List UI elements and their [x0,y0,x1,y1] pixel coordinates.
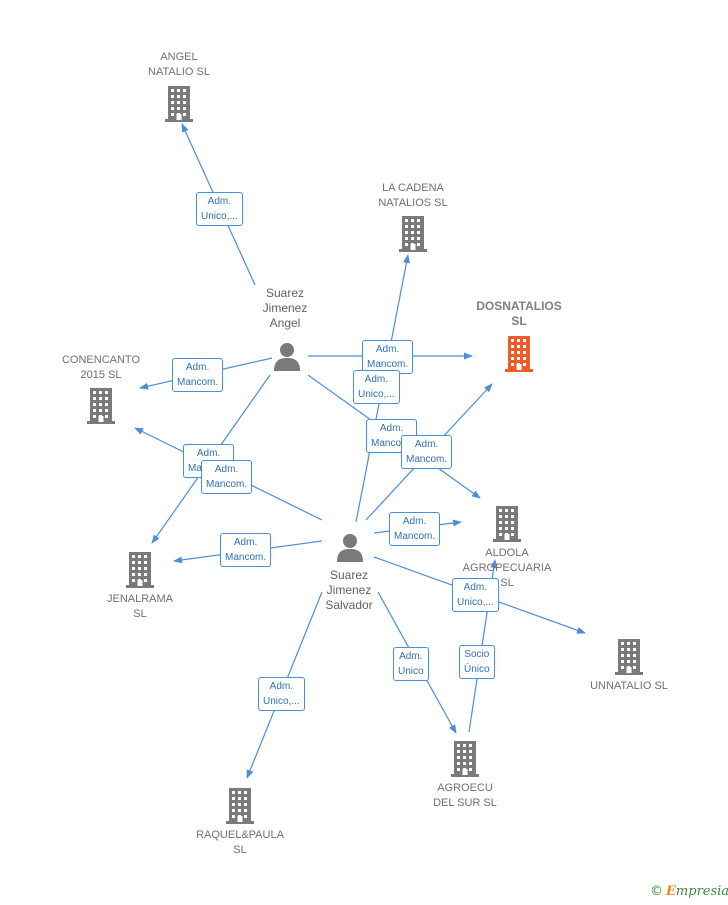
company-label-la_cadena[interactable]: LA CADENA NATALIOS SL [378,182,448,209]
building-icon[interactable] [397,216,429,257]
edge-label-salvador-to-agroecu[interactable]: Adm. Unico [393,647,429,681]
edge-label-salvador-to-jenalrama[interactable]: Adm. Mancom. [220,533,272,567]
empresia-logo: ©Empresia [650,884,728,899]
edge-label-salvador-to-aldola[interactable]: Adm. Mancom. [389,512,441,546]
copyright-symbol: © [650,884,663,899]
company-label-angel_natalio[interactable]: ANGEL NATALIO SL [148,51,210,78]
company-label-aldola[interactable]: ALDOLA AGROPECUARIA SL [462,547,552,589]
edge-label-salvador-to-la_cadena[interactable]: Adm. Unico,... [353,370,400,404]
building-icon[interactable] [491,506,523,547]
edge-label-salvador-to-dosnatalios[interactable]: Adm. Mancom. [401,435,453,469]
company-label-unnatalio[interactable]: UNNATALIO SL [590,680,668,692]
building-icon[interactable] [224,788,256,829]
edge-label-angel-to-conencanto[interactable]: Adm. Mancom. [172,358,224,392]
company-label-conencanto[interactable]: CONENCANTO 2015 SL [61,354,141,381]
company-label-jenalrama[interactable]: JENALRAMA SL [106,593,174,620]
edge-label-angel-to-angel_natalio[interactable]: Adm. Unico,... [196,192,243,226]
person-icon[interactable] [272,341,302,376]
building-icon[interactable] [503,336,535,377]
person-label-salvador[interactable]: Suarez Jimenez Salvador [325,568,373,612]
company-label-raquel_paula[interactable]: RAQUEL&PAULA SL [196,829,284,856]
brand-initial: E [666,884,676,899]
brand-name-rest: mpresia [675,884,728,899]
edge-label-salvador-to-conencanto[interactable]: Adm. Mancom. [201,460,253,494]
person-icon[interactable] [335,532,365,567]
building-icon[interactable] [449,741,481,782]
edge-label-angel-to-dosnatalios[interactable]: Adm. Mancom. [362,340,414,374]
edge-label-salvador-to-raquel_paula[interactable]: Adm. Unico,... [258,677,305,711]
edge-label-salvador-to-unnatalio[interactable]: Adm. Unico,... [452,578,499,612]
building-icon[interactable] [85,388,117,429]
edge-label-agroecu-to-aldola[interactable]: Socio Único [459,645,495,679]
building-icon[interactable] [124,552,156,593]
building-icon[interactable] [613,639,645,680]
building-icon[interactable] [163,86,195,127]
person-label-angel[interactable]: Suarez Jimenez Angel [262,286,308,330]
company-label-dosnatalios[interactable]: DOSNATALIOS SL [476,299,562,328]
company-label-agroecu[interactable]: AGROECU DEL SUR SL [433,782,497,809]
